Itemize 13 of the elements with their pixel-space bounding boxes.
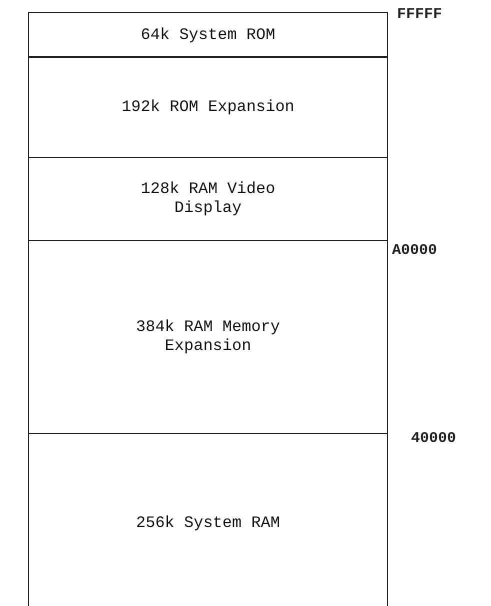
block-label: 128k RAM Video Display: [140, 180, 276, 218]
block-label: 384k RAM Memory Expansion: [134, 318, 282, 356]
memory-block: [28, 433, 388, 606]
memory-block: [28, 157, 388, 241]
block-label: 64k System ROM: [140, 26, 276, 44]
memory-block: [28, 12, 388, 58]
memory-block: [28, 56, 388, 158]
address-label: FFFFF: [397, 6, 442, 23]
address-label: A0000: [392, 242, 438, 259]
block-label: 192k ROM Expansion: [122, 98, 294, 116]
address-label: 40000: [411, 430, 456, 447]
block-label: 256k System RAM: [136, 514, 280, 533]
memory-block: [28, 240, 388, 434]
